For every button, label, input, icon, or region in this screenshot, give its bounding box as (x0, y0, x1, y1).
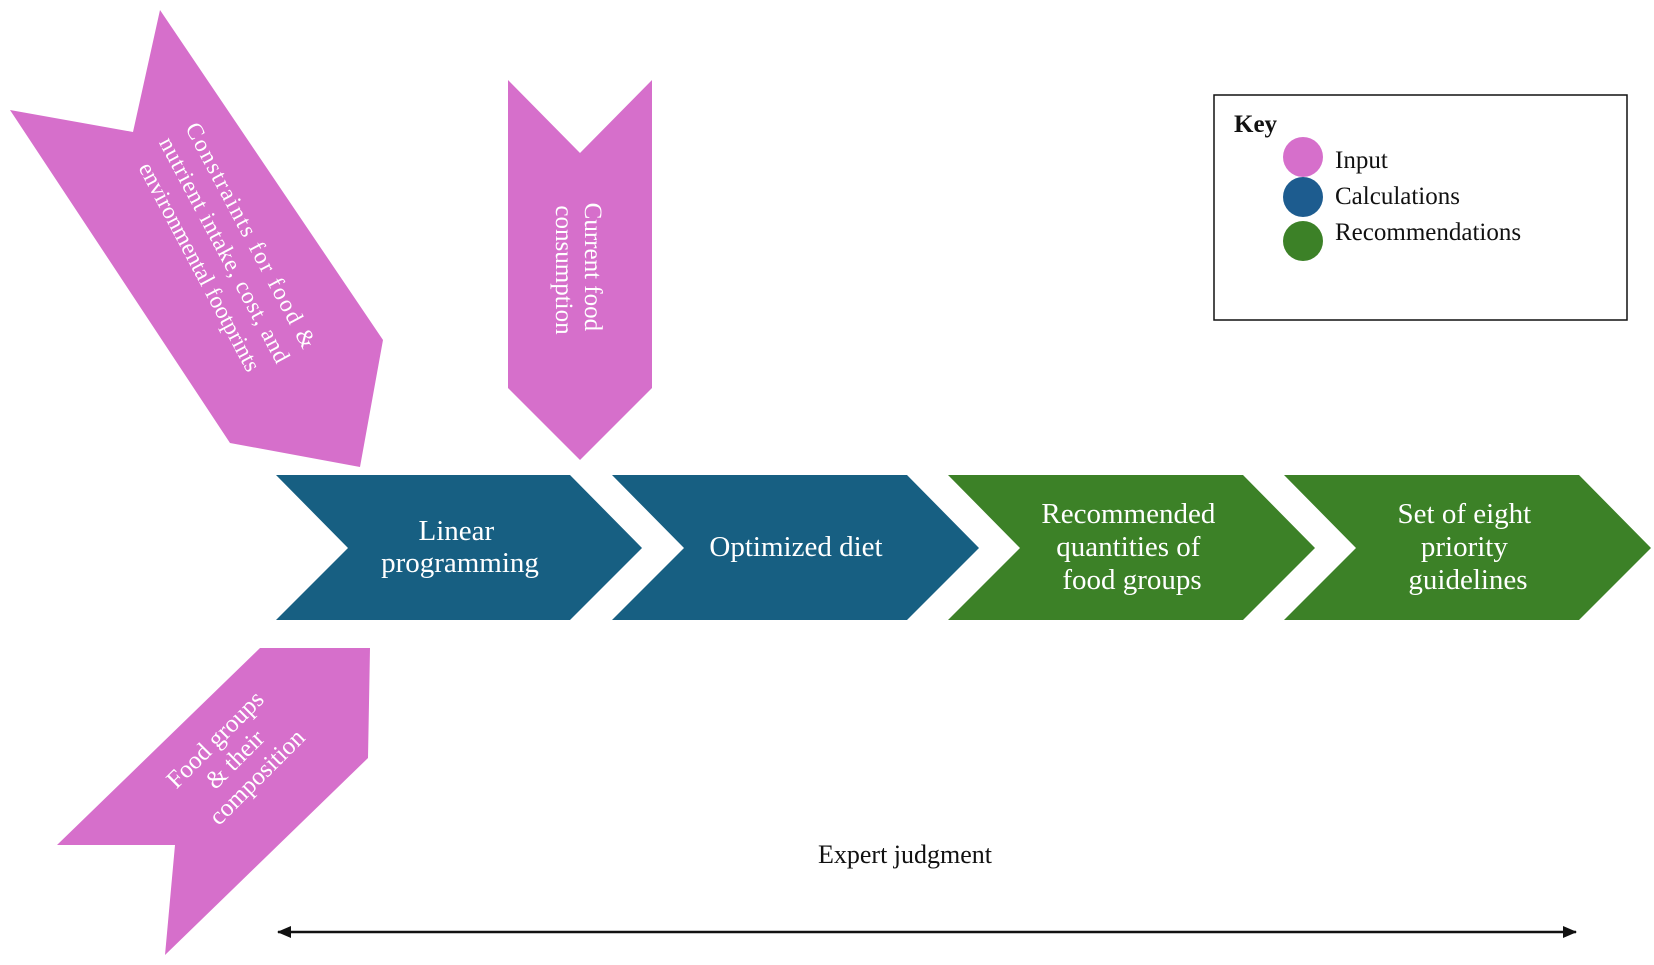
input-current-food-shape (508, 80, 652, 460)
process-step-shape (276, 475, 642, 620)
process-step-line: quantities of (1056, 531, 1201, 563)
legend-label-recommendations: Recommendations (1335, 219, 1521, 246)
process-step-label: Set of eight priority guidelines (1398, 498, 1539, 596)
process-step-line: Optimized diet (709, 531, 882, 563)
input-constraints: Constraints for food & nutrient intake, … (10, 10, 383, 467)
process-step-line: Linear (419, 515, 495, 547)
process-step-priority-guidelines: Set of eight priority guidelines (1284, 475, 1651, 620)
legend-title: Key (1234, 111, 1278, 138)
process-step-line: Recommended (1041, 498, 1215, 530)
input-current-food-line: consumption (550, 205, 577, 335)
expert-judgment-label: Expert judgment (818, 840, 993, 869)
process-step-recommended-quantities: Recommended quantities of food groups (948, 475, 1315, 620)
legend-box (1213, 94, 1628, 321)
process-step-label: Recommended quantities of food groups (1041, 498, 1222, 596)
process-step-shape (1284, 475, 1651, 620)
process-step-line: programming (381, 547, 539, 579)
legend-label-input: Input (1335, 147, 1388, 174)
process-step-optimized-diet: Optimized diet (612, 475, 979, 620)
process-step-line: Set of eight (1398, 498, 1532, 530)
process-step-shape (948, 475, 1315, 620)
process-step-line: food groups (1062, 564, 1201, 596)
process-step-shape (612, 475, 979, 620)
input-current-food-line: Current food (579, 203, 606, 332)
process-step-label: Linear programming (381, 515, 539, 579)
legend-swatch-input (1283, 137, 1323, 177)
process-step-line: priority (1421, 531, 1508, 563)
input-food-groups-shape (57, 648, 370, 955)
input-food-groups: Food groups & their composition (57, 648, 370, 955)
legend-swatch-calculations (1283, 177, 1323, 217)
input-current-food: Current food consumption (508, 80, 652, 460)
legend: Key Input Calculations Recommendations (1213, 94, 1628, 321)
process-step-label: Optimized diet (709, 531, 882, 563)
legend-label-calculations: Calculations (1335, 183, 1460, 210)
process-step-line: guidelines (1408, 564, 1527, 596)
input-current-food-label: Current food consumption (550, 203, 606, 338)
input-constraints-shape (10, 10, 383, 467)
process-step-linear-programming: Linear programming (276, 475, 642, 620)
legend-swatch-recommendations (1283, 221, 1323, 261)
